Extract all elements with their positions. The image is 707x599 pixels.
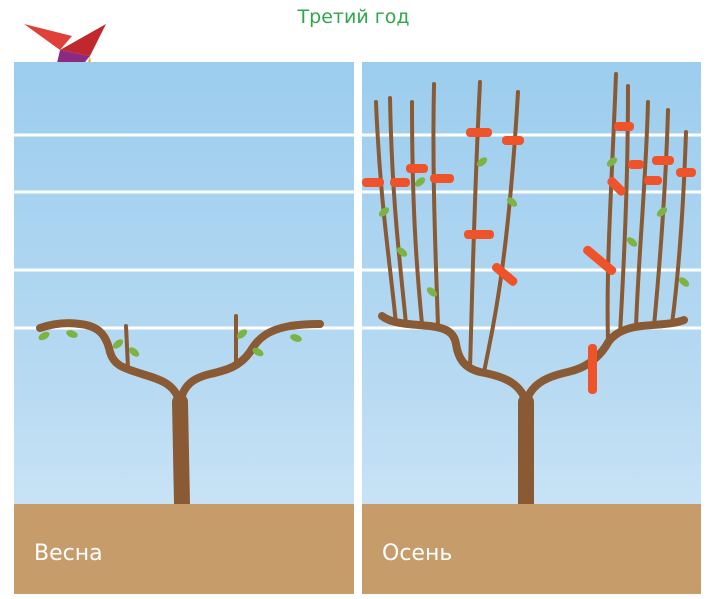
leaf xyxy=(677,275,691,288)
pruning-cut-mark xyxy=(644,176,662,185)
vine-cane xyxy=(470,82,480,368)
season-label-spring: Весна xyxy=(34,541,103,566)
vine-arm-left xyxy=(40,323,180,402)
pruning-cut-mark xyxy=(614,122,634,131)
pruning-cut-mark xyxy=(676,168,696,177)
trellis-wires xyxy=(14,135,354,328)
autumn-panel: Осень xyxy=(362,62,701,594)
vine-plant xyxy=(376,74,686,504)
vine-cane xyxy=(654,110,668,326)
vine-trunk xyxy=(180,402,182,504)
pruning-cut-mark xyxy=(430,174,454,183)
pruning-cut-mark xyxy=(362,178,384,187)
pruning-cut-mark xyxy=(466,128,492,137)
spring-panel: Весна xyxy=(14,62,354,594)
pruning-cut-mark xyxy=(490,261,519,287)
vine-arm-right xyxy=(526,320,684,402)
vine-cane xyxy=(608,74,616,342)
season-label-autumn: Осень xyxy=(382,541,452,566)
pruning-cut-mark xyxy=(588,344,597,394)
leaf xyxy=(413,175,427,188)
pruning-cut-mark xyxy=(390,178,410,187)
leaf xyxy=(625,235,639,248)
pruning-cut-mark xyxy=(502,136,524,145)
leaf xyxy=(289,333,303,344)
pruning-cut-mark xyxy=(464,230,494,239)
vine-plant xyxy=(40,316,320,504)
pruning-cut-mark xyxy=(406,164,428,173)
leaf xyxy=(65,329,79,340)
vine-shoot xyxy=(126,326,128,368)
pruning-cut-mark xyxy=(652,156,674,165)
pruning-cut-mark xyxy=(628,160,644,169)
vine-cane xyxy=(672,132,686,324)
pruning-cut-mark xyxy=(581,244,617,277)
